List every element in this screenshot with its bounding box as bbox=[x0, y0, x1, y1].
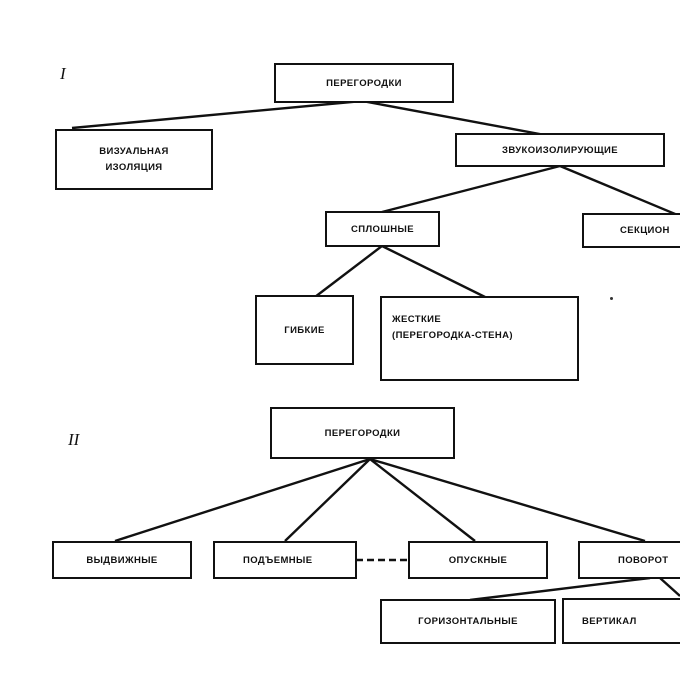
edge-root1-sound bbox=[361, 99, 546, 137]
stray-dot bbox=[610, 297, 613, 300]
node-vertical: ВЕРТИКАЛ bbox=[562, 598, 680, 644]
edge-solid-flexible bbox=[314, 245, 383, 298]
edge-rotating-vertical bbox=[659, 577, 680, 597]
edge-solid-rigid bbox=[381, 244, 486, 299]
section-1-label: I bbox=[60, 64, 66, 83]
node-sliding: ВЫДВИЖНЫЕ bbox=[52, 541, 192, 579]
edge-sound-solid bbox=[381, 164, 561, 214]
edge-root2-sliding bbox=[114, 457, 371, 543]
node-visual-isolation: ВИЗУАЛЬНАЯ ИЗОЛЯЦИЯ bbox=[55, 129, 213, 190]
node-visual-isolation-line-2: ИЗОЛЯЦИЯ bbox=[105, 161, 163, 173]
section-2-label: II bbox=[68, 430, 80, 449]
node-horizontal: ГОРИЗОНТАЛЬНЫЕ bbox=[380, 599, 556, 644]
edge-root2-rotating bbox=[369, 457, 646, 543]
node-rigid: ЖЕСТКИЕ (ПЕРЕГОРОДКА-СТЕНА) bbox=[380, 296, 579, 381]
edge-root2-lifting bbox=[284, 458, 371, 542]
node-sectional: СЕКЦИОН bbox=[582, 213, 680, 248]
node-lowering: ОПУСКНЫЕ bbox=[408, 541, 548, 579]
edge-root2-lowering bbox=[369, 458, 476, 542]
edge-sound-sectional bbox=[559, 164, 680, 218]
node-rigid-line-1: ЖЕСТКИЕ bbox=[392, 314, 442, 325]
edge-rotating-horizontal bbox=[469, 576, 651, 602]
node-soundproof: ЗВУКОИЗОЛИРУЮЩИЕ bbox=[455, 133, 665, 167]
edge-root1-visual bbox=[71, 99, 363, 130]
node-root-2: ПЕРЕГОРОДКИ bbox=[270, 407, 455, 459]
node-rigid-line-2: (ПЕРЕГОРОДКА-СТЕНА) bbox=[392, 330, 513, 341]
node-root-1: ПЕРЕГОРОДКИ bbox=[274, 63, 454, 103]
node-lifting: ПОДЪЕМНЫЕ bbox=[213, 541, 357, 579]
node-visual-isolation-line-1: ВИЗУАЛЬНАЯ bbox=[99, 145, 169, 157]
node-flexible: ГИБКИЕ bbox=[255, 295, 354, 365]
node-rotating: ПОВОРОТ bbox=[578, 541, 680, 579]
node-solid: СПЛОШНЫЕ bbox=[325, 211, 440, 247]
